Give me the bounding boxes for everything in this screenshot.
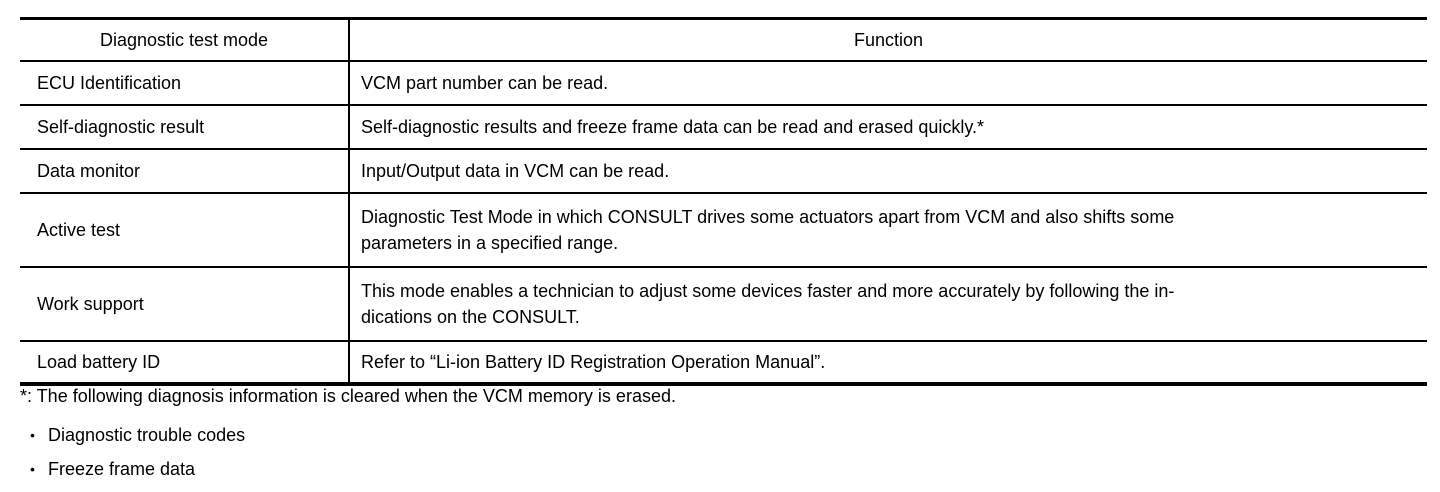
cell-function: Refer to “Li-ion Battery ID Registration… (361, 352, 826, 372)
cell-mode: ECU Identification (20, 61, 350, 106)
table-row: Self-diagnostic result Self-diagnostic r… (20, 105, 1427, 150)
cell-function: Input/Output data in VCM can be read. (349, 149, 1427, 194)
bullet-text: Freeze frame data (48, 459, 196, 479)
cell-function: This mode enables a technician to adjust… (349, 267, 1427, 342)
bullet-item: • Freeze frame data (30, 458, 195, 480)
cell-mode: Self-diagnostic result (20, 105, 350, 150)
table-row: Active test Diagnostic Test Mode in whic… (20, 193, 1427, 268)
diagnostic-test-mode-table: Diagnostic test mode Function ECU Identi… (20, 17, 1427, 386)
bullet-icon: • (30, 427, 35, 443)
cell-mode: Work support (20, 267, 350, 342)
table-row: Data monitor Input/Output data in VCM ca… (20, 149, 1427, 194)
cell-mode: Load battery ID (20, 341, 350, 384)
table-row: Work support This mode enables a technic… (20, 267, 1427, 342)
cell-mode: Active test (20, 193, 350, 268)
cell-function: VCM part number can be read. (349, 61, 1427, 106)
table-row: Load battery ID Refer to “Li-ion Battery… (20, 341, 1427, 384)
table-footnote: *: The following diagnosis information i… (20, 386, 676, 406)
bullet-text: Diagnostic trouble codes (48, 425, 246, 445)
column-header-function: Function (349, 18, 1427, 62)
cell-function: Self-diagnostic results and freeze frame… (349, 105, 1427, 150)
column-header-diagnostic-test-mode: Diagnostic test mode (20, 18, 350, 62)
table-header-row: Diagnostic test mode Function (20, 18, 1427, 62)
cell-function: Diagnostic Test Mode in which CONSULT dr… (349, 193, 1427, 268)
cell-mode: Data monitor (20, 149, 350, 194)
bullet-item: • Diagnostic trouble codes (30, 424, 245, 446)
table-row: ECU Identification VCM part number can b… (20, 61, 1427, 106)
bullet-icon: • (30, 461, 35, 477)
